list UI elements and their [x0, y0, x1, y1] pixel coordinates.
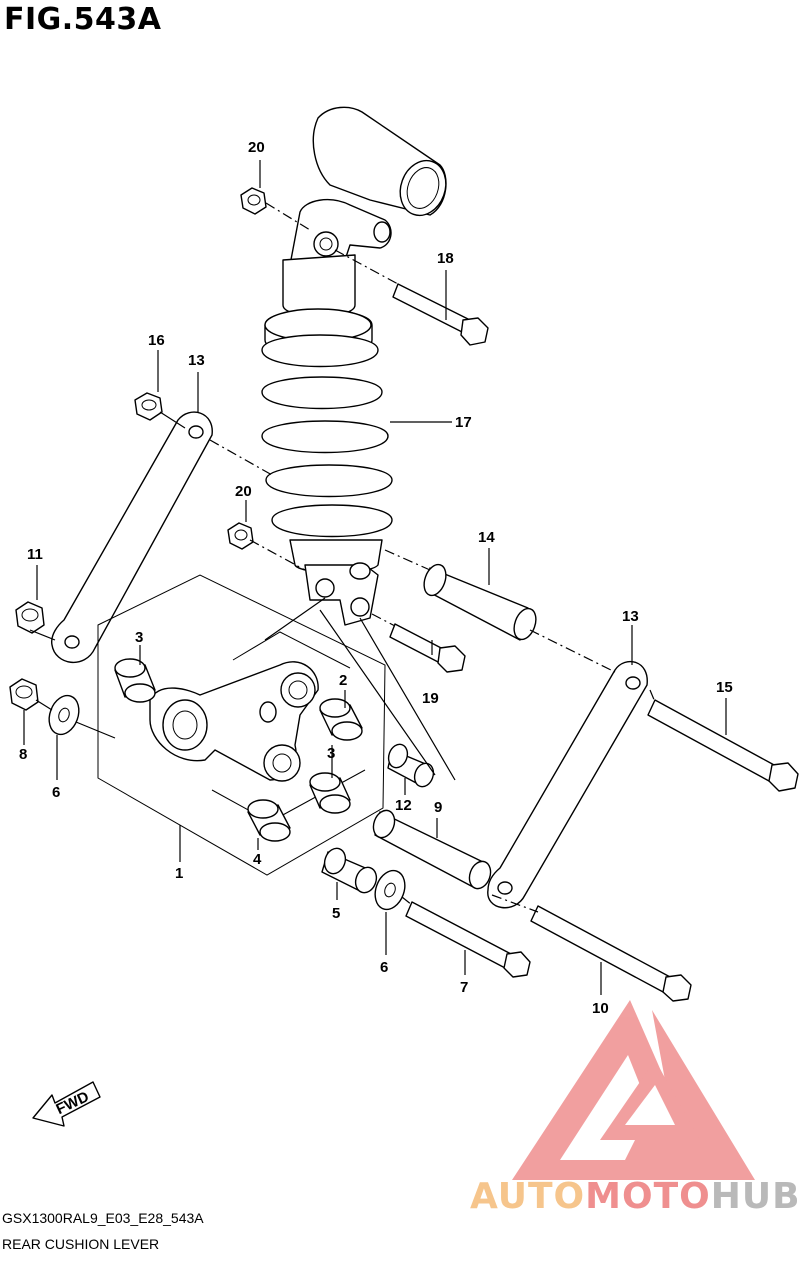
callout-10: 10: [592, 1000, 609, 1017]
callout-12: 12: [395, 797, 412, 814]
automotohub-logo: [512, 1000, 755, 1180]
cushion-rod-right[interactable]: [487, 660, 648, 909]
figure-code: GSX1300RAL9_E03_E28_543A: [2, 1210, 204, 1226]
callout-13-right: 13: [622, 608, 639, 625]
bolt-10[interactable]: [530, 905, 692, 1002]
bearing-4[interactable]: [247, 799, 291, 842]
washer-6-right[interactable]: [370, 866, 410, 913]
nut-16[interactable]: [134, 392, 163, 421]
spacer-9[interactable]: [370, 807, 494, 891]
callout-14: 14: [478, 529, 495, 546]
callout-20-upper: 20: [248, 139, 265, 156]
callout-20-lower: 20: [235, 483, 252, 500]
bearing-3-upper[interactable]: [114, 658, 156, 703]
callout-3-upper: 3: [135, 629, 143, 646]
callout-17: 17: [455, 414, 472, 431]
wordmark-hub: HUB: [710, 1176, 800, 1217]
wordmark-moto: MOTO: [585, 1176, 711, 1217]
bearing-3-lower[interactable]: [309, 772, 351, 814]
callout-16: 16: [148, 332, 165, 349]
bolt-19[interactable]: [389, 623, 466, 673]
nut-8[interactable]: [9, 678, 39, 711]
bolt-15[interactable]: [647, 699, 799, 792]
nut-20-upper[interactable]: [240, 187, 267, 215]
callout-19: 19: [422, 690, 439, 707]
bolt-18[interactable]: [392, 283, 489, 346]
callout-5: 5: [332, 905, 340, 922]
wordmark-auto: AUTO: [470, 1176, 586, 1217]
callout-6-right: 6: [380, 959, 388, 976]
automotohub-wordmark: AUTOMOTOHUB: [470, 1176, 800, 1217]
bolt-7[interactable]: [405, 901, 531, 978]
callout-2: 2: [339, 672, 347, 689]
callout-11: 11: [27, 546, 43, 563]
figure-caption: REAR CUSHION LEVER: [2, 1236, 160, 1252]
callout-3-lower: 3: [327, 745, 335, 762]
callout-18: 18: [437, 250, 454, 267]
callout-6-left: 6: [52, 784, 60, 801]
spacer-5[interactable]: [321, 845, 380, 895]
callout-13-left: 13: [188, 352, 205, 369]
spacer-12[interactable]: [385, 742, 436, 790]
bearing-2[interactable]: [319, 698, 363, 741]
callout-7: 7: [460, 979, 468, 996]
callout-8: 8: [19, 746, 27, 763]
callout-4: 4: [253, 851, 262, 868]
callout-15: 15: [716, 679, 733, 696]
nut-20-lower[interactable]: [227, 522, 254, 550]
fwd-direction-arrow: FWD: [32, 1081, 101, 1127]
leader-lines: [23, 160, 727, 995]
callout-9: 9: [434, 799, 442, 816]
cushion-lever-assembly[interactable]: [97, 574, 386, 876]
spacer-14[interactable]: [420, 562, 540, 643]
cushion-rod-left[interactable]: [50, 411, 213, 664]
figure-title: FIG.543A: [4, 2, 162, 37]
callout-1: 1: [175, 865, 183, 882]
nut-11[interactable]: [15, 601, 45, 634]
washer-6-left[interactable]: [44, 691, 84, 738]
rear-shock-absorber[interactable]: [261, 106, 453, 626]
